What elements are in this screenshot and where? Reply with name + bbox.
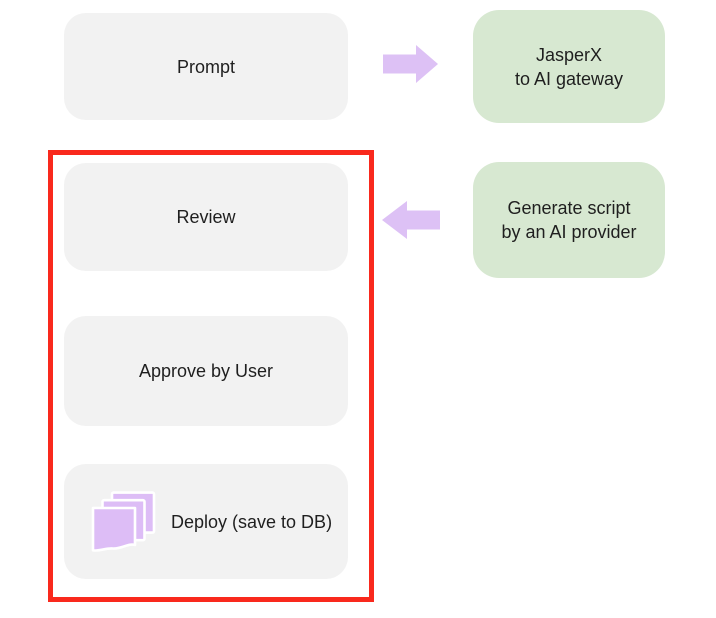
node-prompt-label: Prompt bbox=[176, 56, 236, 77]
stacked-pages-icon bbox=[91, 490, 156, 552]
node-generate-script: Generate script by an AI provider bbox=[473, 162, 665, 278]
arrow-left-icon bbox=[382, 201, 440, 239]
node-approve: Approve by User bbox=[64, 316, 348, 426]
node-review-label: Review bbox=[176, 207, 236, 227]
node-prompt: Prompt bbox=[64, 13, 348, 120]
node-generate-script-label: Generate script by an AI provider bbox=[501, 198, 637, 242]
node-jasperx-gateway: JasperX to AI gateway bbox=[473, 10, 665, 123]
node-approve-label: Approve by User bbox=[138, 361, 274, 381]
node-jasperx-gateway-label: JasperX to AI gateway bbox=[514, 44, 624, 89]
arrow-right-icon bbox=[383, 45, 438, 83]
node-deploy-label: Deploy (save to DB) bbox=[171, 511, 333, 532]
node-review: Review bbox=[64, 163, 348, 271]
node-deploy: Deploy (save to DB) bbox=[64, 464, 348, 579]
